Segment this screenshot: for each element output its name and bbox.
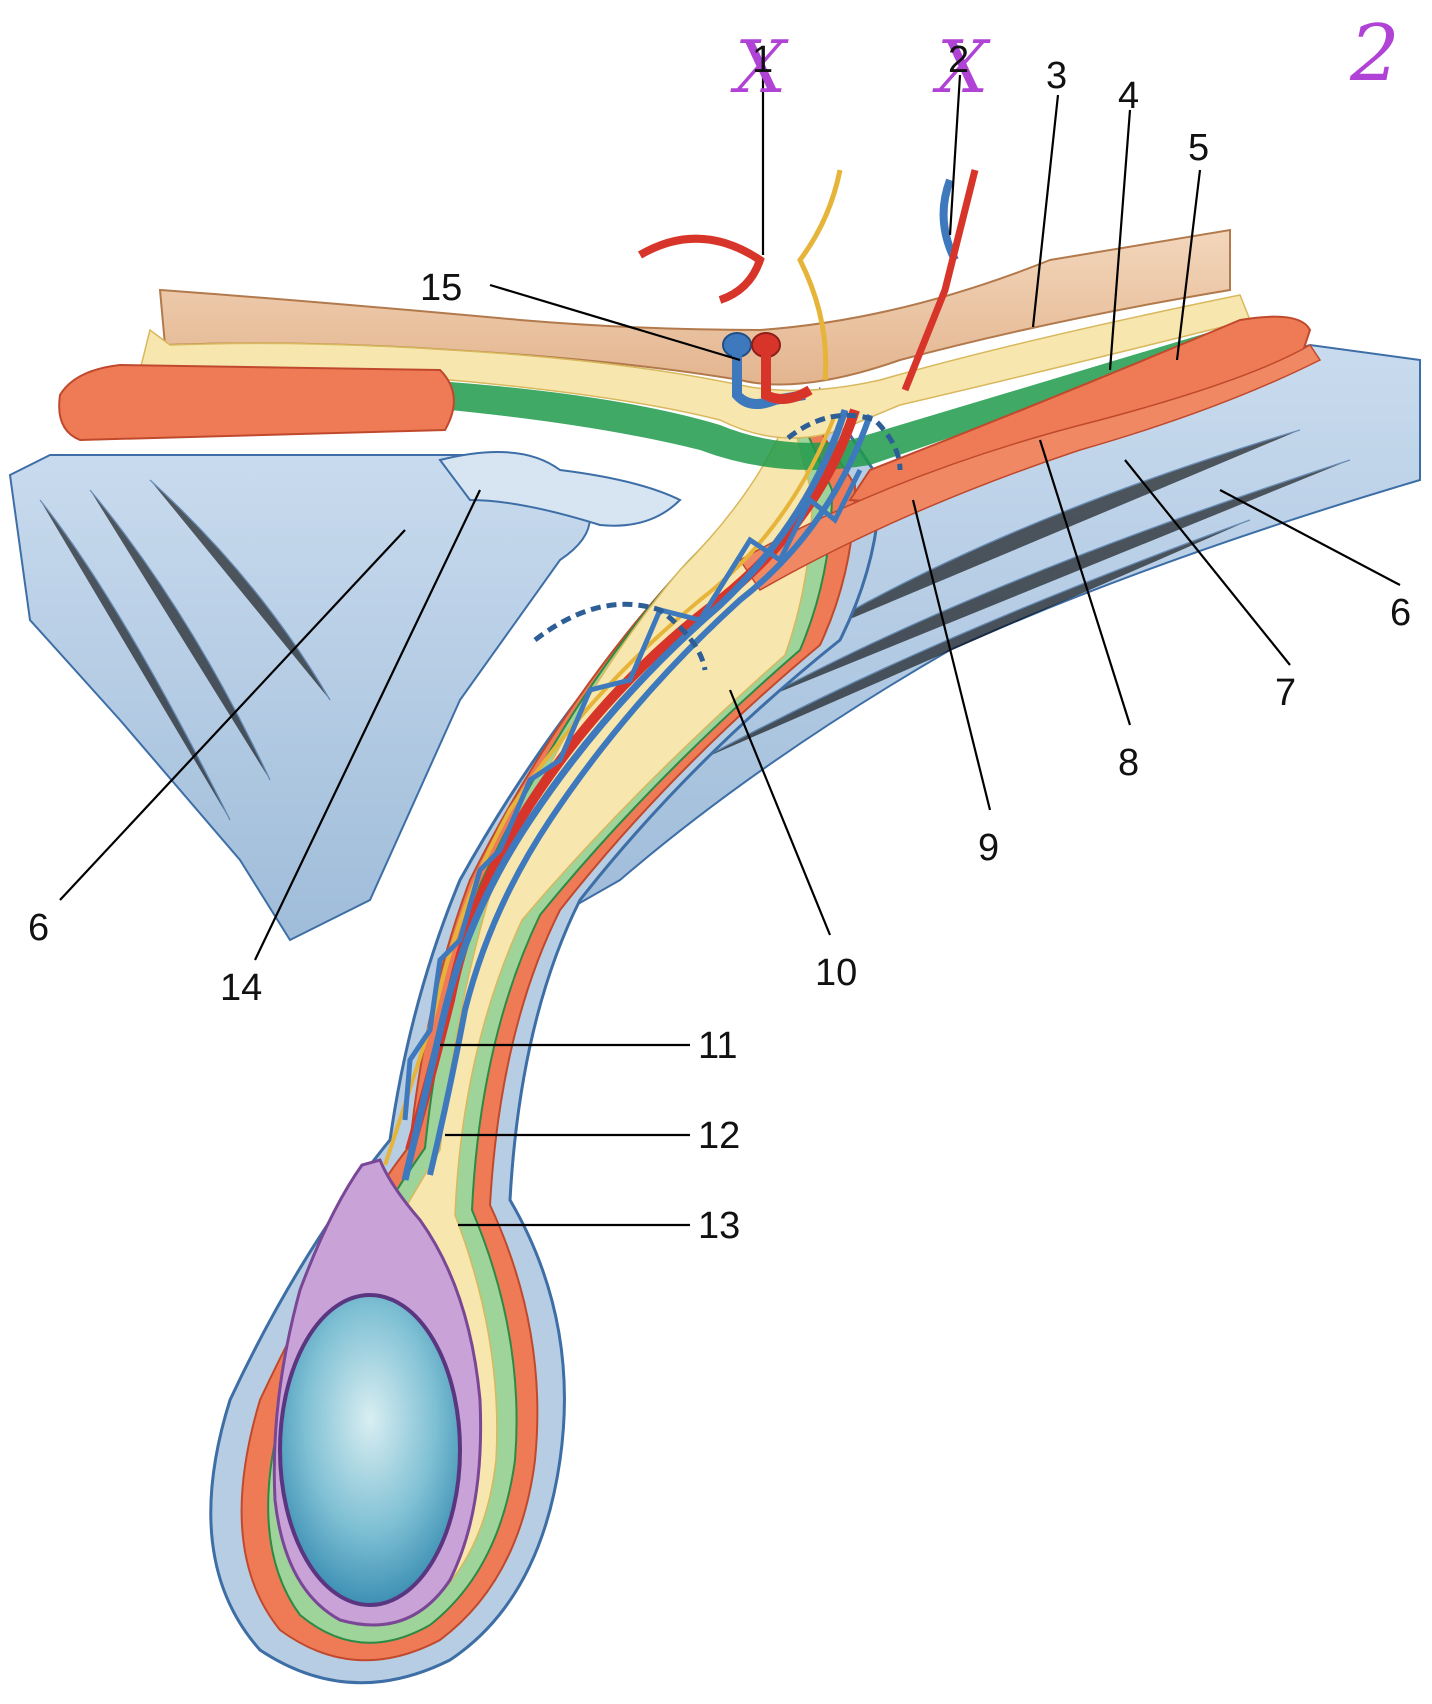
label-13: 13	[698, 1205, 740, 1247]
label-6-right: 6	[1390, 592, 1411, 634]
label-8: 8	[1118, 742, 1139, 784]
label-15: 15	[420, 267, 462, 309]
handwritten-2: 2	[1349, 9, 1400, 99]
label-6-left: 6	[28, 907, 49, 949]
label-5: 5	[1188, 127, 1209, 169]
label-14: 14	[220, 967, 262, 1009]
label-2: 2	[948, 39, 969, 81]
label-4: 4	[1118, 75, 1139, 117]
label-11: 11	[698, 1025, 737, 1067]
label-10: 10	[815, 952, 857, 994]
label-12: 12	[698, 1115, 740, 1157]
label-1: 1	[752, 39, 773, 81]
label-9: 9	[978, 827, 999, 869]
label-3: 3	[1046, 55, 1067, 97]
label-7: 7	[1275, 672, 1296, 714]
